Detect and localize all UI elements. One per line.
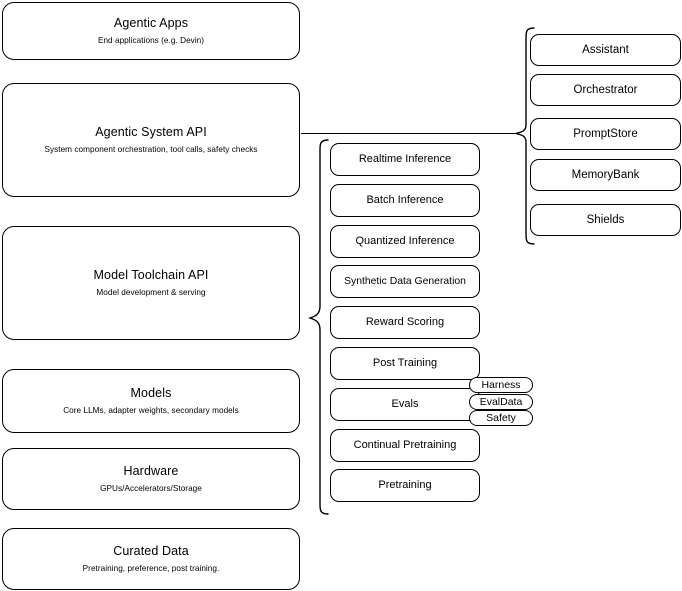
capability-label: Realtime Inference [358, 152, 452, 165]
layer-title: Models [130, 385, 172, 400]
layer-subtitle: Pretraining, preference, post training. [82, 564, 220, 574]
evals-subcomponent-label: EvalData [479, 395, 523, 408]
capability-label: Continual Pretraining [353, 438, 457, 451]
layer-subtitle: End applications (e.g. Devin) [97, 36, 205, 46]
system-component-box-memorybank[interactable]: MemoryBank [530, 159, 681, 191]
layer-box-model-toolchain-api[interactable]: Model Toolchain API Model development & … [2, 226, 300, 340]
layer-subtitle: GPUs/Accelerators/Storage [100, 484, 202, 494]
capability-box-quantized-inference[interactable]: Quantized Inference [330, 225, 480, 258]
capability-label: Quantized Inference [355, 234, 455, 247]
system-component-label: Shields [586, 213, 625, 226]
system-component-label: Orchestrator [573, 83, 638, 96]
evals-subcomponent-harness[interactable]: Harness [469, 377, 533, 393]
capability-box-realtime-inference[interactable]: Realtime Inference [330, 143, 480, 176]
connector-line-system-api-to-components [301, 132, 516, 134]
layer-title: Curated Data [113, 543, 189, 558]
capability-label: Synthetic Data Generation [344, 276, 466, 287]
capability-box-batch-inference[interactable]: Batch Inference [330, 184, 480, 217]
system-component-box-orchestrator[interactable]: Orchestrator [530, 74, 681, 106]
layer-subtitle: Core LLMs, adapter weights, secondary mo… [63, 406, 239, 416]
system-component-label: Assistant [582, 43, 629, 56]
capability-box-continual-pretraining[interactable]: Continual Pretraining [330, 429, 480, 462]
capability-label: Pretraining [378, 478, 432, 491]
layer-title: Hardware [123, 463, 179, 478]
evals-subcomponent-label: Harness [481, 378, 521, 391]
capability-box-evals[interactable]: Evals [330, 388, 480, 421]
system-component-label: PromptStore [573, 127, 638, 140]
layer-box-models[interactable]: Models Core LLMs, adapter weights, secon… [2, 369, 300, 433]
system-component-box-assistant[interactable]: Assistant [530, 34, 681, 66]
layer-subtitle: Model development & serving [96, 288, 206, 298]
layer-box-agentic-apps[interactable]: Agentic Apps End applications (e.g. Devi… [2, 2, 300, 60]
layer-box-curated-data[interactable]: Curated Data Pretraining, preference, po… [2, 528, 300, 590]
system-component-label: MemoryBank [571, 168, 640, 181]
layer-subtitle: System component orchestration, tool cal… [44, 145, 258, 155]
capability-label: Post Training [372, 356, 438, 369]
layer-title: Model Toolchain API [93, 267, 209, 282]
evals-subcomponent-label: Safety [486, 411, 516, 424]
evals-subcomponent-evaldata[interactable]: EvalData [469, 394, 533, 410]
evals-subcomponent-safety[interactable]: Safety [469, 410, 533, 426]
capability-label: Reward Scoring [365, 315, 445, 328]
layer-title: Agentic Apps [113, 15, 189, 30]
capability-box-synthetic-data-generation[interactable]: Synthetic Data Generation [330, 265, 480, 298]
capability-label: Evals [391, 397, 419, 410]
capability-box-post-training[interactable]: Post Training [330, 347, 480, 380]
capability-box-reward-scoring[interactable]: Reward Scoring [330, 306, 480, 339]
layer-title: Agentic System API [95, 124, 207, 139]
layer-box-hardware[interactable]: Hardware GPUs/Accelerators/Storage [2, 448, 300, 510]
layer-box-agentic-system-api[interactable]: Agentic System API System component orch… [2, 83, 300, 197]
brace-toolchain-capabilities [300, 138, 332, 518]
system-component-box-promptstore[interactable]: PromptStore [530, 118, 681, 150]
system-component-box-shields[interactable]: Shields [530, 204, 681, 236]
capability-label: Batch Inference [366, 193, 444, 206]
capability-box-pretraining[interactable]: Pretraining [330, 469, 480, 502]
